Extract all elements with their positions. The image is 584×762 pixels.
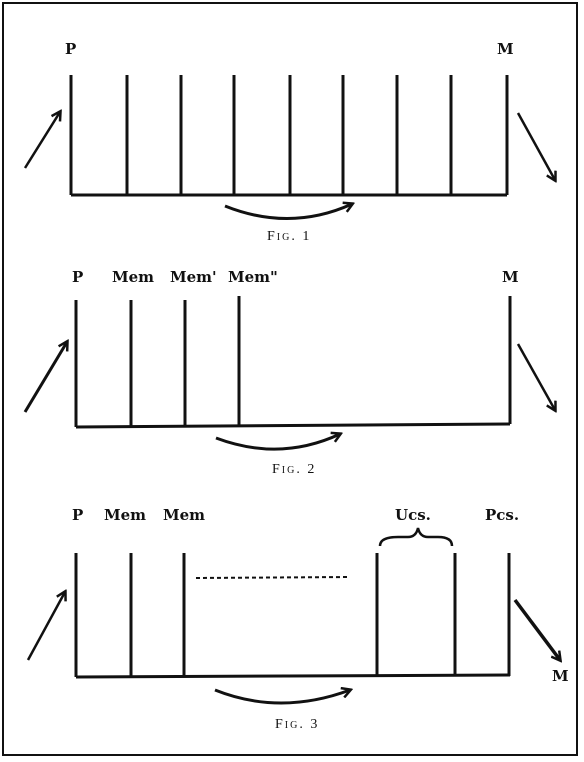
fig1-output-arrow	[516, 112, 555, 180]
fig3-output-arrow	[513, 598, 560, 660]
fig3-baseline	[75, 673, 511, 679]
fig3-label-m: M	[552, 667, 569, 685]
fig1-diagram	[23, 75, 555, 220]
fig2-baseline	[75, 422, 511, 429]
fig2-output-arrow	[516, 343, 555, 410]
fig3-flow-arrow	[214, 690, 350, 705]
fig3-label-ucs: Ucs.	[395, 506, 431, 524]
fig2-label-p: P	[72, 268, 84, 286]
fig2-flow-arrow	[215, 434, 340, 451]
fig2-label-mem3: Mem"	[228, 268, 278, 286]
fig3-ucs-brace	[378, 527, 454, 547]
fig2-diagram	[23, 296, 555, 451]
fig3-label-pcs: Pcs.	[485, 506, 520, 524]
fig2-label-mem2: Mem'	[170, 268, 217, 286]
fig1-caption: Fig. 1	[267, 229, 312, 244]
fig3-label-p: P	[72, 506, 84, 524]
fig2-label-m: M	[502, 268, 519, 286]
fig3-label-mem1: Mem	[104, 506, 147, 524]
fig3-label-mem2: Mem	[163, 506, 206, 524]
fig3-caption: Fig. 3	[275, 717, 320, 732]
fig3-input-arrow	[26, 592, 65, 661]
fig2-label-mem1: Mem	[112, 268, 155, 286]
fig2-input-arrow	[23, 342, 67, 413]
fig3-diagram	[26, 527, 560, 705]
fig1-label-p: P	[65, 40, 77, 58]
fig3-dotted-line	[195, 576, 351, 579]
fig1-flow-arrow	[224, 204, 352, 220]
fig1-input-arrow	[23, 112, 60, 169]
fig2-caption: Fig. 2	[272, 462, 317, 477]
fig1-label-m: M	[497, 40, 514, 58]
